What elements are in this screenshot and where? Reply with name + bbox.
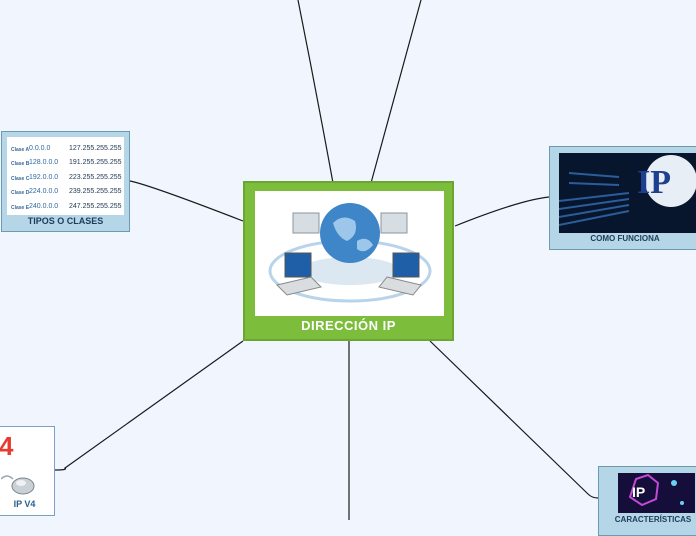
how-it-works-label: COMO FUNCIONA	[590, 234, 660, 243]
connector-lines	[54, 0, 599, 520]
ipv4-label: IP V4	[13, 499, 36, 509]
types-label: TIPOS O CLASES	[27, 216, 104, 226]
network-image	[255, 191, 444, 316]
ip-classes-table-image: Clase A 0.0.0.0 127.255.255.255 Clase B …	[7, 137, 124, 215]
characteristics-image: IP	[618, 473, 695, 513]
table-row: Clase A 0.0.0.0 127.255.255.255	[11, 145, 122, 153]
table-row: Clase B 128.0.0.0 191.255.255.255	[11, 159, 122, 167]
table-row: Clase D 224.0.0.0 239.255.255.255	[11, 188, 122, 196]
link-types	[129, 180, 244, 222]
link-works	[454, 196, 550, 227]
link-char	[429, 340, 599, 499]
ip-logo-image: IP	[559, 153, 696, 233]
link-ipv4	[54, 340, 244, 471]
svg-text:IP: IP	[632, 484, 645, 500]
central-label: DIRECCIÓN IP	[301, 318, 396, 333]
mouse-icon	[1, 475, 35, 495]
link-top-right	[370, 0, 422, 184]
link-top-left	[297, 0, 334, 184]
ipv4-badge: 4	[0, 431, 14, 461]
table-row: Clase E 240.0.0.0 247.255.255.255	[11, 203, 122, 211]
central-topic[interactable]: DIRECCIÓN IP	[243, 181, 454, 341]
topic-ipv4[interactable]: 4 IP V4	[0, 426, 55, 516]
topic-how-it-works[interactable]: IP COMO FUNCIONA	[549, 146, 696, 250]
table-row: Clase C 192.0.0.0 223.255.255.255	[11, 174, 122, 182]
topic-characteristics[interactable]: IP CARACTERÍSTICAS	[598, 466, 696, 536]
svg-text:IP: IP	[637, 164, 671, 201]
topic-types[interactable]: Clase A 0.0.0.0 127.255.255.255 Clase B …	[1, 131, 130, 232]
